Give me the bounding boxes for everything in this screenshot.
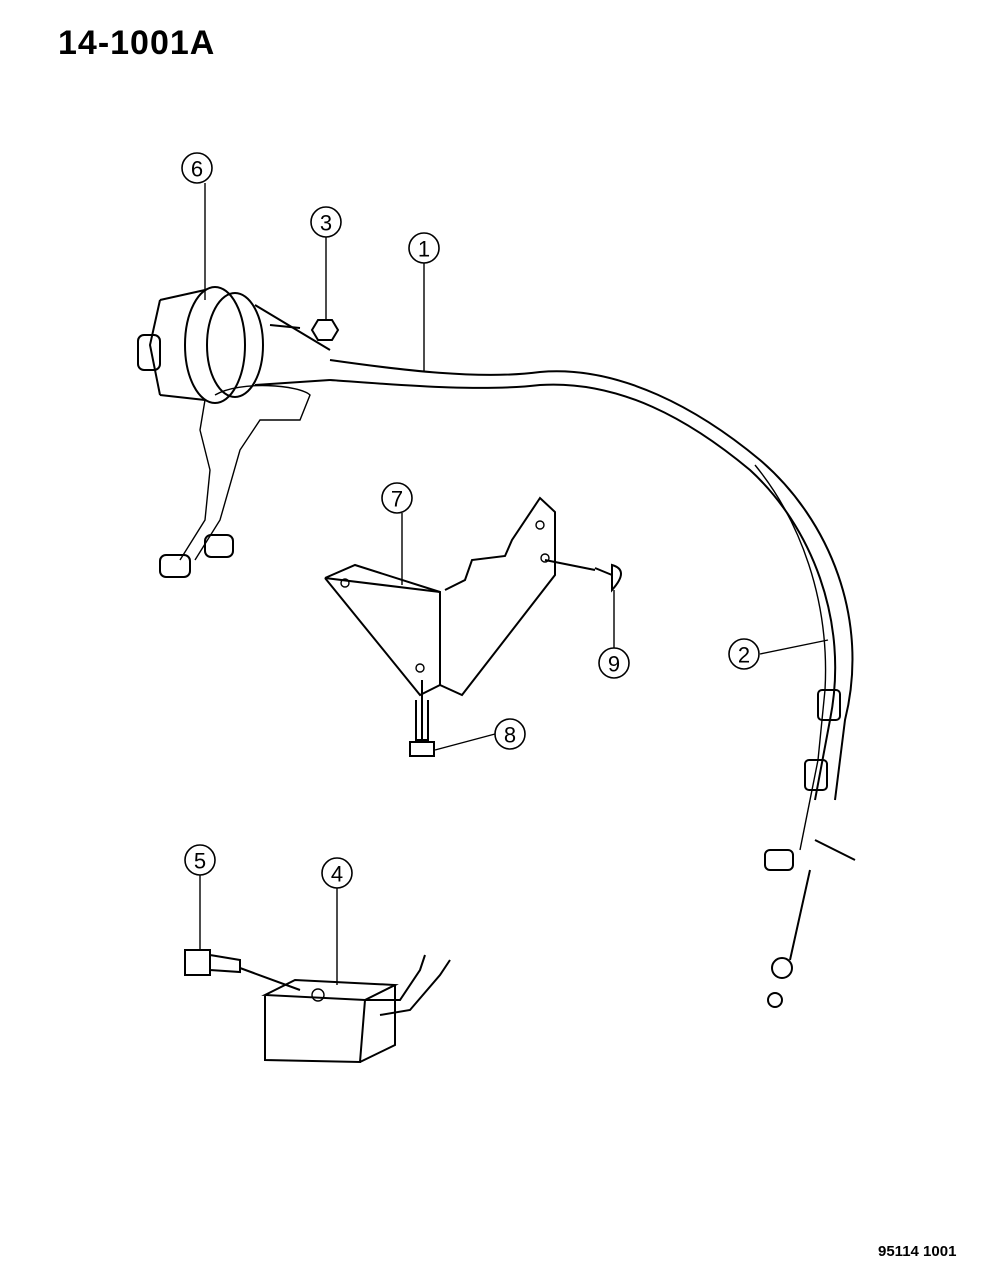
figure-code: 95114 1001 <box>878 1243 957 1260</box>
callout-1: 1 <box>408 232 440 264</box>
svg-text:8: 8 <box>504 723 516 748</box>
screw <box>544 559 622 593</box>
nut <box>310 319 340 341</box>
callout-4: 4 <box>321 857 353 889</box>
speed-control-cable <box>329 359 856 1008</box>
svg-text:9: 9 <box>608 652 620 677</box>
svg-text:4: 4 <box>331 862 343 887</box>
callout-2: 2 <box>728 638 760 670</box>
callout-8: 8 <box>494 718 526 750</box>
svg-text:3: 3 <box>320 211 332 236</box>
bolt <box>409 680 435 757</box>
svg-text:7: 7 <box>391 487 403 512</box>
bolt <box>184 949 301 991</box>
leader-lines <box>199 183 829 985</box>
module <box>261 954 451 1064</box>
svg-text:1: 1 <box>418 237 430 262</box>
callout-7: 7 <box>381 482 413 514</box>
callout-9: 9 <box>598 647 630 679</box>
callout-5: 5 <box>184 844 216 876</box>
callout-6: 6 <box>181 152 213 184</box>
diagram-title: 14-1001A <box>58 24 216 62</box>
svg-text:2: 2 <box>738 643 750 668</box>
speed-control-servo <box>137 286 331 578</box>
svg-text:6: 6 <box>191 157 203 182</box>
bracket <box>324 496 556 697</box>
callout-3: 3 <box>310 206 342 238</box>
svg-text:5: 5 <box>194 849 206 874</box>
